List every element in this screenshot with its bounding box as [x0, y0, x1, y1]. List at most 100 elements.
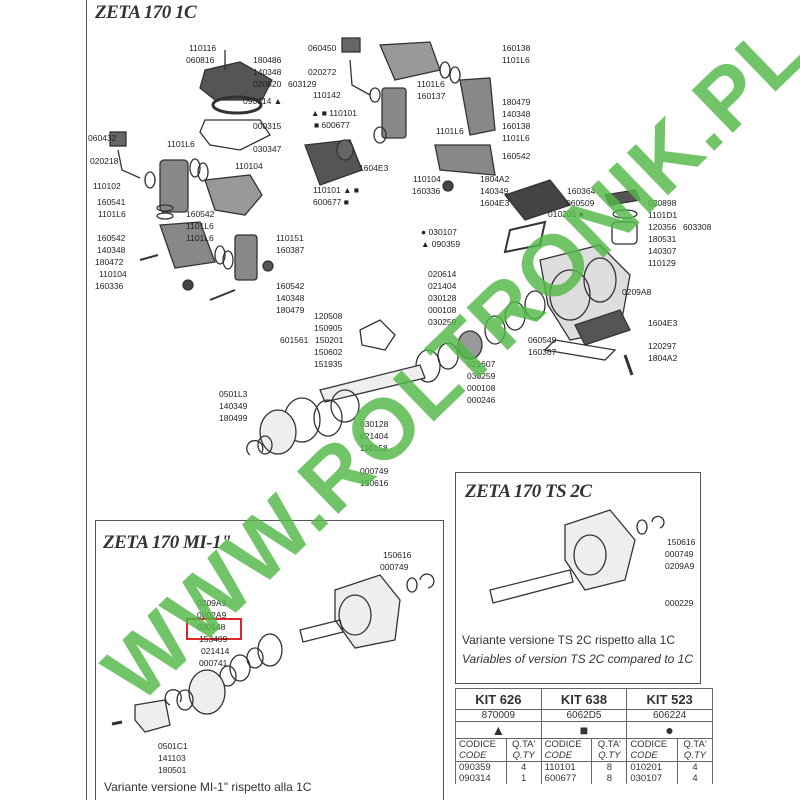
part-label: 000749 [665, 549, 694, 559]
part-label: 160367 [528, 347, 557, 357]
code-value: 090314 [459, 773, 491, 784]
code-value: 010201 [630, 762, 663, 773]
part-label: 110104 [235, 161, 263, 171]
qty-value: 8 [606, 762, 612, 773]
part-label: 110142 [313, 90, 341, 100]
part-label: 000108 [467, 383, 496, 393]
part-label: 030347 [253, 144, 282, 154]
kit-code: 6062D5 [540, 709, 628, 722]
part-label: 021414 [201, 646, 230, 656]
code-label: CODICE [459, 739, 496, 750]
part-label: ▲ 090359 [421, 239, 461, 249]
part-label: 1804A2 [480, 174, 510, 184]
part-label: 110116 [189, 43, 217, 53]
code-value: 090359 [459, 762, 491, 773]
part-label: 1101D1 [648, 210, 678, 220]
part-label: 151935 [314, 359, 343, 369]
main-title: ZETA 170 1C [95, 2, 197, 23]
part-label: 600677 ■ [313, 197, 349, 207]
kit-name: KIT 523 [626, 688, 713, 710]
part-label: 140348 [97, 245, 126, 255]
part-label: 150616 [667, 537, 696, 547]
qty-value: 4 [692, 773, 698, 784]
part-label: 0002A9 [197, 610, 227, 620]
ts2c-title: ZETA 170 TS 2C [465, 481, 592, 502]
part-label: 153409 [199, 634, 228, 644]
mi1-caption: Variante versione MI-1" rispetto alla 1C [104, 780, 312, 794]
part-label: 141103 [158, 753, 186, 763]
mi1-variant-box [95, 520, 444, 800]
part-label: 000749 [360, 466, 389, 476]
part-label: 060816 [186, 55, 215, 65]
part-label: 140349 [219, 401, 248, 411]
part-label: 030128 [428, 293, 457, 303]
code-label-en: CODE [630, 750, 658, 761]
part-label: 1101L6 [417, 79, 445, 89]
part-label: 1604E3 [648, 318, 678, 328]
qty-label-en: Q.TY [512, 750, 535, 761]
part-label: 110102 [93, 181, 121, 191]
part-label: 1101L6 [167, 139, 195, 149]
part-label: 150905 [314, 323, 343, 333]
part-label: 060549 [528, 335, 557, 345]
part-label: 160336 [412, 186, 441, 196]
part-label: 000315 [253, 121, 282, 131]
part-label: 020820 [253, 79, 282, 89]
part-label: 180501 [158, 765, 187, 775]
part-label: 140348 [253, 67, 282, 77]
kit-name: KIT 638 [540, 688, 628, 710]
part-label: 120297 [648, 341, 677, 351]
ts2c-caption-it: Variante versione TS 2C rispetto alla 1C [462, 633, 675, 647]
part-label: 140349 [480, 186, 509, 196]
part-label: 160387 [276, 245, 305, 255]
part-label: 603129 [288, 79, 317, 89]
kit-name: KIT 626 [455, 688, 542, 710]
part-label: 110129 [648, 258, 676, 268]
part-label: 000108 [428, 305, 457, 315]
part-label: 603308 [683, 222, 712, 232]
mi1-title: ZETA 170 MI-1" [103, 532, 232, 553]
code-value: 110101 [544, 762, 576, 773]
part-label: 110158 [360, 443, 388, 453]
part-label: 180479 [276, 305, 305, 315]
mi1-drawing [111, 573, 435, 733]
part-label: 030259 [428, 317, 457, 327]
qty-label-en: Q.TY [598, 750, 621, 761]
qty-header: Q.TA'Q.TY [677, 738, 713, 762]
part-label: 1604E3 [359, 163, 389, 173]
kit-code: 606224 [626, 709, 713, 722]
part-label: 0501L3 [219, 389, 248, 399]
part-label: 1804A2 [648, 353, 678, 363]
qty-value: 1 [521, 773, 527, 784]
code-label-en: CODE [544, 750, 573, 761]
part-label: 120508 [314, 311, 343, 321]
part-label: 180486 [253, 55, 282, 65]
part-label: 180479 [502, 97, 531, 107]
code-label-en: CODE [459, 750, 487, 761]
highlight-box [186, 618, 242, 640]
qty-header: Q.TA'Q.TY [505, 738, 542, 762]
part-label: 1101L6 [186, 233, 214, 243]
part-label: 160138 [502, 121, 531, 131]
part-label: 110104 [413, 174, 441, 184]
qty-label: Q.TA' [597, 739, 621, 750]
part-label: 160542 [276, 281, 305, 291]
qty-label-en: Q.TY [683, 750, 707, 761]
part-label: 1101L6 [502, 133, 530, 143]
triangle-symbol-icon: ▲ [455, 721, 542, 739]
part-label: 150602 [314, 347, 343, 357]
left-manifold-group [109, 131, 274, 301]
code-label: CODICE [630, 739, 668, 750]
part-label: 160542 [186, 209, 215, 219]
part-label: 021404 [360, 431, 389, 441]
code-value: 030107 [630, 773, 663, 784]
qty-label: Q.TA' [683, 739, 707, 750]
part-label: 030128 [360, 419, 389, 429]
diagram-frame [86, 0, 800, 800]
